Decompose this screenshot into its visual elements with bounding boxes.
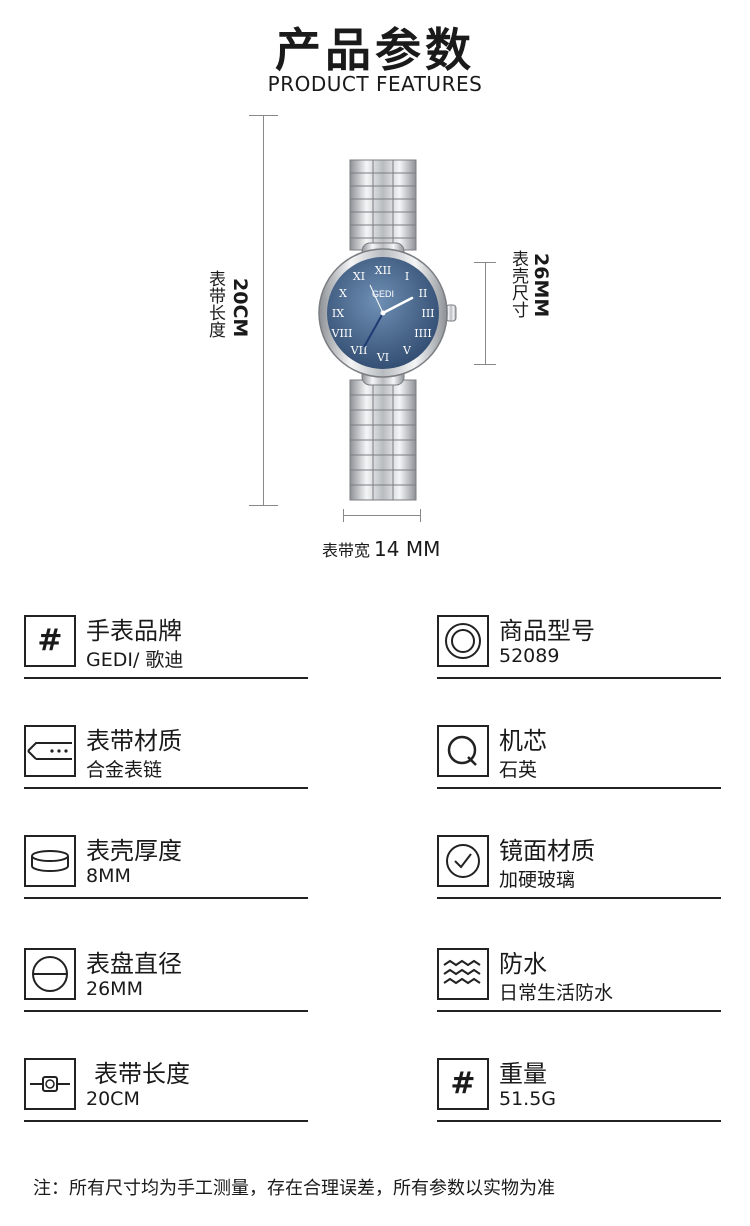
spec-value: 20CM	[86, 1088, 140, 1110]
svg-text:IX: IX	[332, 307, 344, 320]
divider	[437, 1010, 721, 1012]
svg-text:III: III	[421, 307, 434, 320]
band-length-tick-bottom	[249, 505, 278, 506]
case-thickness-icon	[24, 835, 76, 887]
spec-label: 机芯	[499, 727, 547, 755]
band-width-value: 14 MM	[374, 537, 441, 561]
svg-text:VI: VI	[376, 351, 389, 364]
band-length-tick-top	[249, 115, 278, 116]
page-subtitle: PRODUCT FEATURES	[267, 72, 483, 96]
spec-value: 日常生活防水	[499, 982, 614, 1004]
spec-label: 表带材质	[86, 727, 182, 755]
hash-icon: #	[437, 1058, 489, 1110]
band-width-dimension-line	[343, 515, 420, 516]
strap-icon	[24, 725, 76, 777]
band-length-value: 20CM	[229, 278, 251, 338]
divider	[24, 677, 308, 679]
spec-value: 加硬玻璃	[499, 869, 576, 891]
band-width-tick-right	[420, 509, 421, 522]
divider	[24, 1010, 308, 1012]
band-length-label: 表带长度	[205, 270, 225, 338]
spec-label: 重量	[499, 1060, 547, 1088]
svg-text:VII: VII	[350, 344, 368, 357]
upper-bracelet	[349, 159, 417, 251]
double-circle-icon	[437, 615, 489, 667]
divider	[24, 897, 308, 899]
spec-value: 8MM	[86, 865, 131, 887]
spec-value: 合金表链	[86, 759, 163, 781]
divider	[437, 1120, 721, 1122]
svg-text:VIII: VIII	[331, 327, 353, 340]
case-size-value: 26MM	[530, 253, 552, 318]
spec-value: GEDI/ 歌迪	[86, 649, 184, 671]
quartz-q-icon	[437, 725, 489, 777]
case-size-tick-bottom	[474, 364, 496, 365]
spec-label: 商品型号	[499, 617, 595, 645]
spec-value: 26MM	[86, 978, 143, 1000]
watch-illustration: XII I II III IIII V VI VII VIII IX X XI …	[300, 155, 470, 505]
divider	[437, 787, 721, 789]
spec-value: 52089	[499, 645, 560, 667]
spec-label: 镜面材质	[499, 837, 595, 865]
water-waves-icon	[437, 948, 489, 1000]
spec-label: 手表品牌	[86, 617, 182, 645]
svg-text:XII: XII	[375, 264, 392, 277]
band-length-icon	[24, 1058, 76, 1110]
spec-value: 石英	[499, 759, 538, 781]
band-width-tick-left	[343, 509, 344, 522]
spec-label: 表带长度	[94, 1060, 190, 1088]
dial-brand: GEDI	[372, 289, 394, 299]
spec-value: 51.5G	[499, 1088, 557, 1110]
footer-note: 注：所有尺寸均为手工测量，存在合理误差，所有参数以实物为准	[33, 1178, 555, 1199]
divider	[24, 1120, 308, 1122]
case-size-tick-top	[474, 262, 496, 263]
svg-text:IIII: IIII	[414, 327, 431, 340]
case-size-dimension-line	[485, 262, 486, 364]
divider	[24, 787, 308, 789]
lower-bracelet	[349, 379, 417, 501]
divider	[437, 677, 721, 679]
svg-text:X: X	[339, 287, 347, 300]
band-length-dimension-line	[263, 115, 264, 505]
hash-icon: #	[24, 615, 76, 667]
svg-text:XI: XI	[353, 270, 365, 283]
case-size-label: 表壳尺寸	[508, 250, 528, 318]
spec-label: 防水	[499, 950, 547, 978]
band-width-label: 表带宽	[322, 541, 371, 560]
spec-label: 表壳厚度	[86, 837, 182, 865]
checked-glass-icon	[437, 835, 489, 887]
svg-text:II: II	[419, 287, 428, 300]
svg-text:V: V	[402, 344, 412, 357]
svg-text:I: I	[405, 270, 409, 283]
divider	[437, 897, 721, 899]
dial-diameter-icon	[24, 948, 76, 1000]
spec-label: 表盘直径	[86, 950, 182, 978]
page-title: 产品参数	[275, 23, 475, 77]
